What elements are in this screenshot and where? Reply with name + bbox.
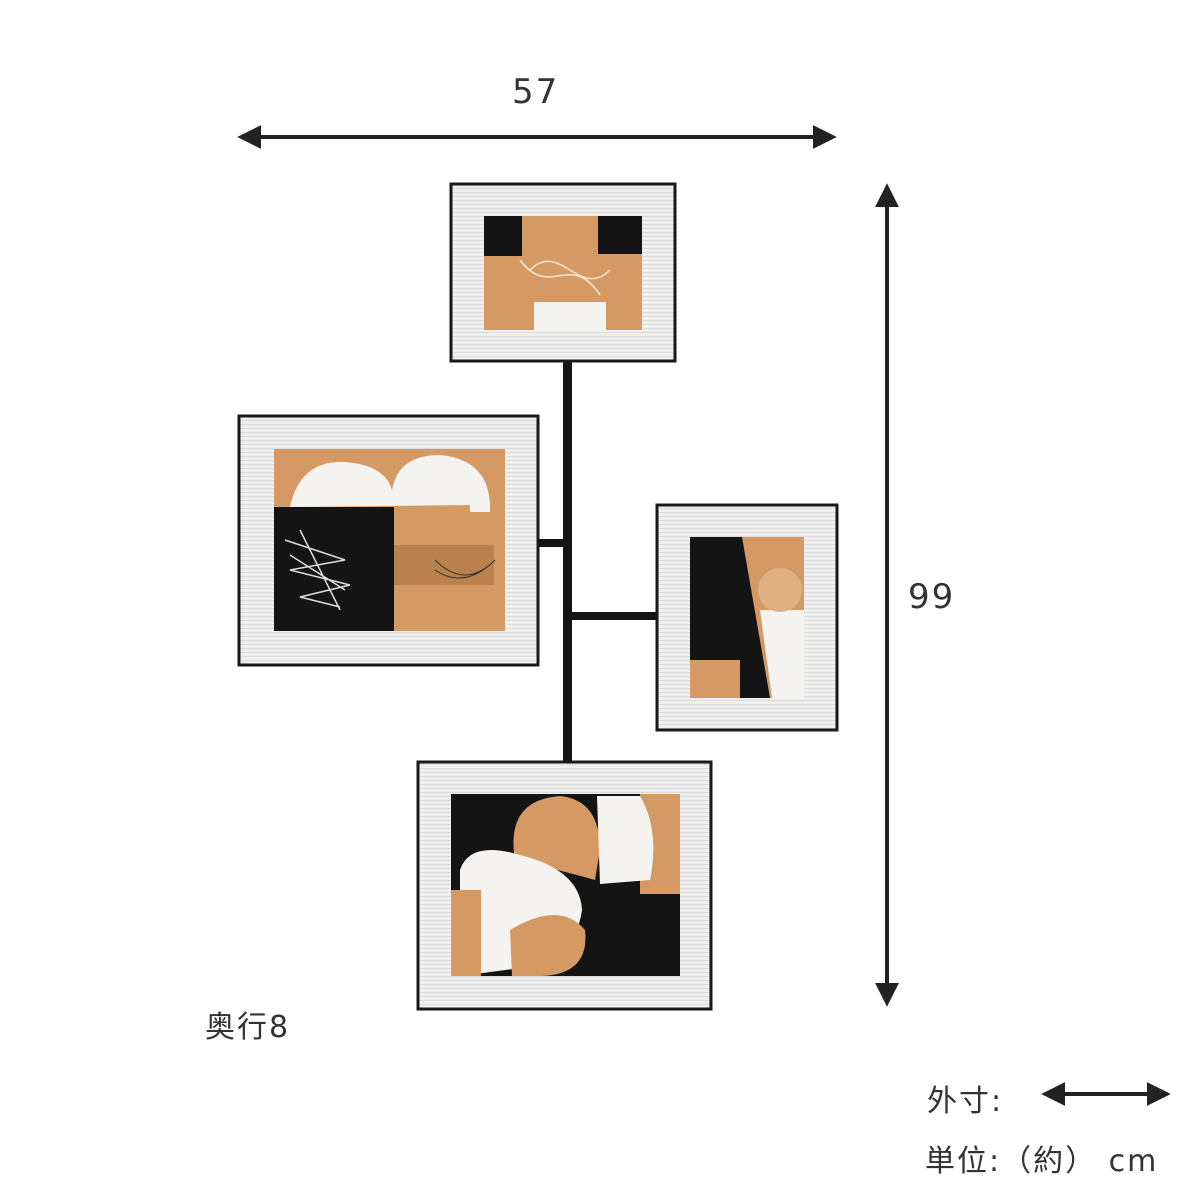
height-label: 99 [908,577,956,617]
frame-bottom [416,760,713,1011]
frame-top [449,182,677,363]
depth-label: 奥行8 [205,1010,291,1045]
frame-right [655,503,839,732]
stand [539,330,692,795]
legend-unit-label: 単位:（約） cm [925,1144,1159,1179]
width-label: 57 [512,72,560,112]
frame-left [237,414,540,667]
legend-outer-label: 外寸: [927,1084,1004,1119]
